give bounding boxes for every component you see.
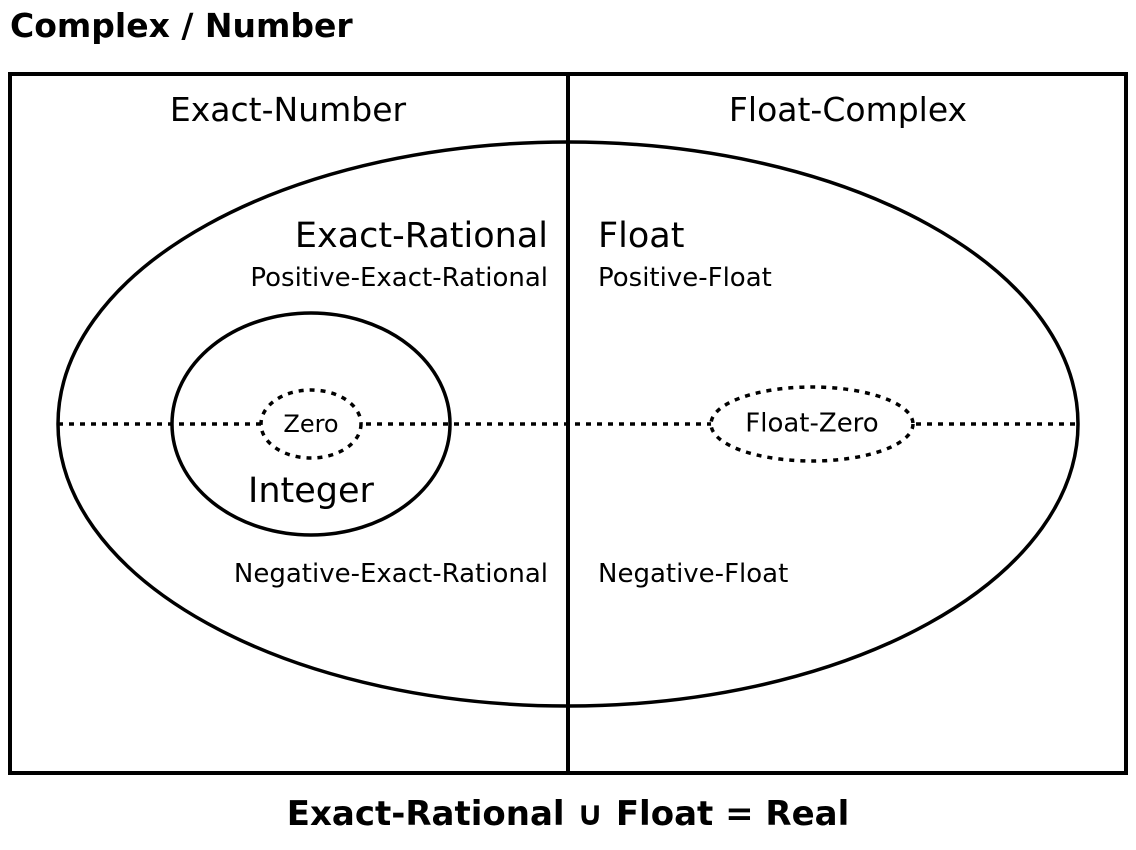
exact-rational-label: Exact-Rational xyxy=(294,216,548,256)
integer-ellipse xyxy=(170,311,452,537)
integer-label: Integer xyxy=(248,470,374,511)
union-caption: Exact-Rational ∪ Float = Real xyxy=(286,794,850,834)
zero-dotted-ellipse xyxy=(259,388,363,460)
float-zero-label: Float-Zero xyxy=(745,408,879,439)
zero-label: Zero xyxy=(283,409,339,438)
float-zero-dotted-ellipse xyxy=(709,385,915,463)
positive-float-label: Positive-Float xyxy=(598,263,772,293)
float-complex-header: Float-Complex xyxy=(728,90,968,129)
negative-exact-rational-label: Negative-Exact-Rational xyxy=(233,559,548,589)
diagram-title: Complex / Number xyxy=(10,6,353,45)
positive-exact-rational-label: Positive-Exact-Rational xyxy=(250,263,548,293)
negative-float-label: Negative-Float xyxy=(598,559,789,589)
float-label: Float xyxy=(598,216,685,256)
exact-number-header: Exact-Number xyxy=(169,90,407,129)
